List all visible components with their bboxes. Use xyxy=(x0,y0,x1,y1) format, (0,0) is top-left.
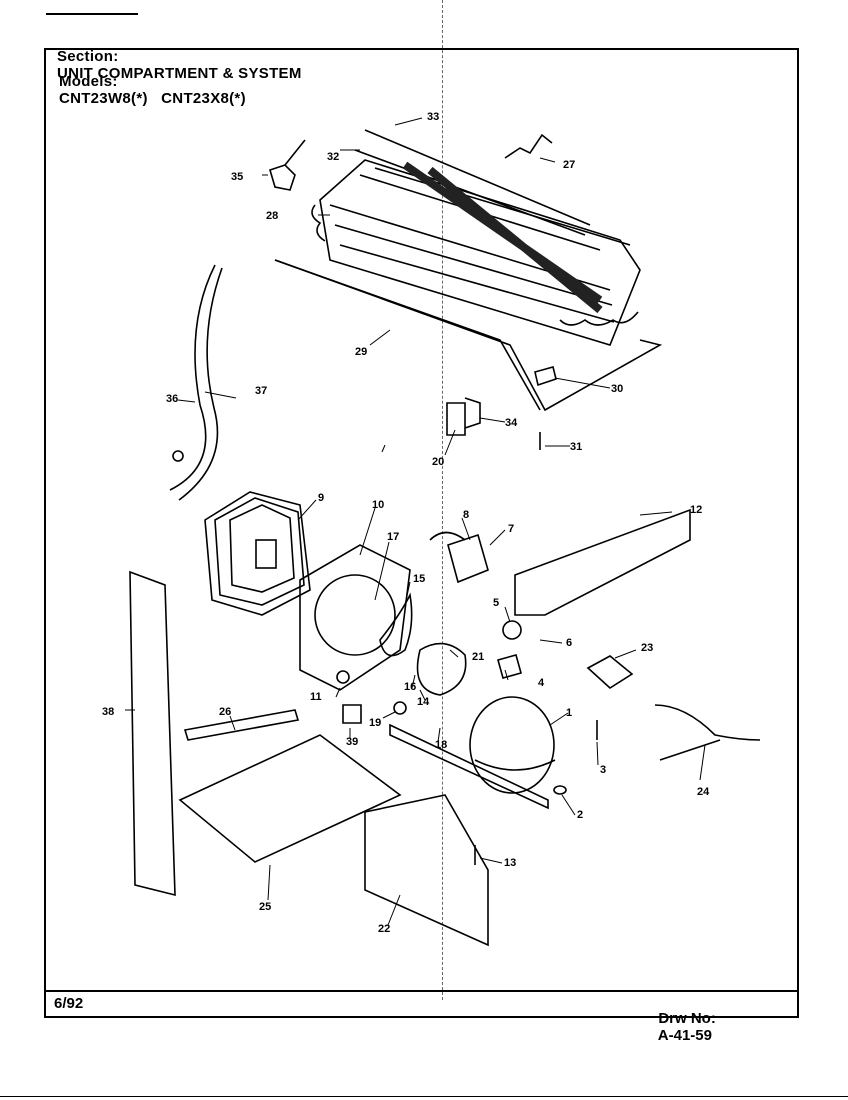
part-label-30: 30 xyxy=(611,383,623,395)
rail-26 xyxy=(183,709,300,741)
part-label-27: 27 xyxy=(563,159,575,171)
grommet-19 xyxy=(393,701,407,715)
part-label-18: 18 xyxy=(435,739,447,751)
part-label-37: 37 xyxy=(255,385,267,397)
part-label-36: 36 xyxy=(166,393,178,405)
part-label-14: 14 xyxy=(417,696,430,708)
defrost-timer-23 xyxy=(586,655,634,690)
diagram-frame xyxy=(44,48,799,1018)
part-label-4: 4 xyxy=(538,677,545,689)
bracket-30 xyxy=(534,366,557,387)
base-rail-21 xyxy=(389,723,549,810)
models-value: CNT23W8(*) CNT23X8(*) xyxy=(58,90,246,107)
wire-8 xyxy=(429,531,466,541)
part-label-6: 6 xyxy=(566,637,572,649)
part-label-2: 2 xyxy=(577,809,583,821)
drawing-number: A-41-59 xyxy=(657,1027,712,1044)
part-label-8: 8 xyxy=(463,509,469,521)
fan-motor-16 xyxy=(416,642,467,696)
part-label-20: 20 xyxy=(432,456,444,468)
part-label-3: 3 xyxy=(600,764,606,776)
part-label-21: 21 xyxy=(472,651,484,663)
part-label-28: 28 xyxy=(266,210,278,222)
leader-lines xyxy=(125,117,706,926)
page-bottom-rule xyxy=(0,1096,848,1097)
part-label-12: 12 xyxy=(690,504,702,516)
part-label-22: 22 xyxy=(378,923,390,935)
part-label-26: 26 xyxy=(219,706,231,718)
panel-22 xyxy=(364,794,489,947)
part-label-16: 16 xyxy=(404,681,416,693)
section-value: UNIT COMPARTMENT & SYSTEM xyxy=(56,65,302,82)
bracket-39 xyxy=(342,704,362,724)
part-label-17: 17 xyxy=(387,531,399,543)
compressor-1 xyxy=(469,696,556,794)
part-label-25: 25 xyxy=(259,901,271,913)
condenser-coil-9 xyxy=(204,491,311,616)
footer-date: 6/92 xyxy=(54,995,84,1012)
footer-rule xyxy=(44,990,799,992)
part-label-10: 10 xyxy=(372,499,384,511)
part-label-32: 32 xyxy=(327,151,339,163)
capacitor-5 xyxy=(502,620,522,640)
grommet-11 xyxy=(336,670,350,684)
fan-shroud-10 xyxy=(299,544,411,691)
part-label-39: 39 xyxy=(346,736,358,748)
tube-end xyxy=(172,450,184,462)
part-label-9: 9 xyxy=(318,492,324,504)
part-label-33: 33 xyxy=(427,111,439,123)
part-label-31: 31 xyxy=(570,441,582,453)
part-label-38: 38 xyxy=(102,706,114,718)
harness-24 xyxy=(654,704,761,761)
part-label-24: 24 xyxy=(697,786,710,798)
panel-12 xyxy=(514,508,691,616)
part-label-5: 5 xyxy=(493,597,499,609)
part-label-13: 13 xyxy=(504,857,516,869)
part-label-19: 19 xyxy=(369,717,381,729)
grommet-2 xyxy=(553,785,567,795)
models-line: Models: CNT23W8(*) CNT23X8(*) xyxy=(50,56,246,107)
overload-7 xyxy=(447,533,489,584)
footer-drawing: Drw No: A-41-59 xyxy=(650,993,716,1044)
fold-line xyxy=(442,0,443,1000)
clip-35 xyxy=(269,139,306,191)
fan-blade-15 xyxy=(379,592,413,657)
part-label-34: 34 xyxy=(505,417,518,429)
top-rule xyxy=(46,13,138,15)
tube-36-37 xyxy=(169,264,223,501)
part-label-1: 1 xyxy=(566,707,572,719)
section-label: Section: xyxy=(56,48,119,65)
drawing-label: Drw No: xyxy=(658,1010,716,1027)
evaporator-coil xyxy=(311,129,641,346)
models-label: Models: xyxy=(58,73,118,90)
part-label-23: 23 xyxy=(641,642,653,654)
relay-bracket-34-20 xyxy=(446,397,481,436)
part-label-15: 15 xyxy=(413,573,425,585)
part-label-11: 11 xyxy=(310,691,322,703)
tube-27 xyxy=(504,133,553,159)
base-pan-25 xyxy=(178,734,402,863)
relay-4 xyxy=(497,654,522,679)
side-panel-38 xyxy=(129,570,176,897)
part-label-7: 7 xyxy=(508,523,514,535)
section-line: Section: UNIT COMPARTMENT & SYSTEM xyxy=(48,31,302,82)
drain-tray xyxy=(274,259,663,412)
part-label-35: 35 xyxy=(231,171,243,183)
part-label-29: 29 xyxy=(355,346,367,358)
